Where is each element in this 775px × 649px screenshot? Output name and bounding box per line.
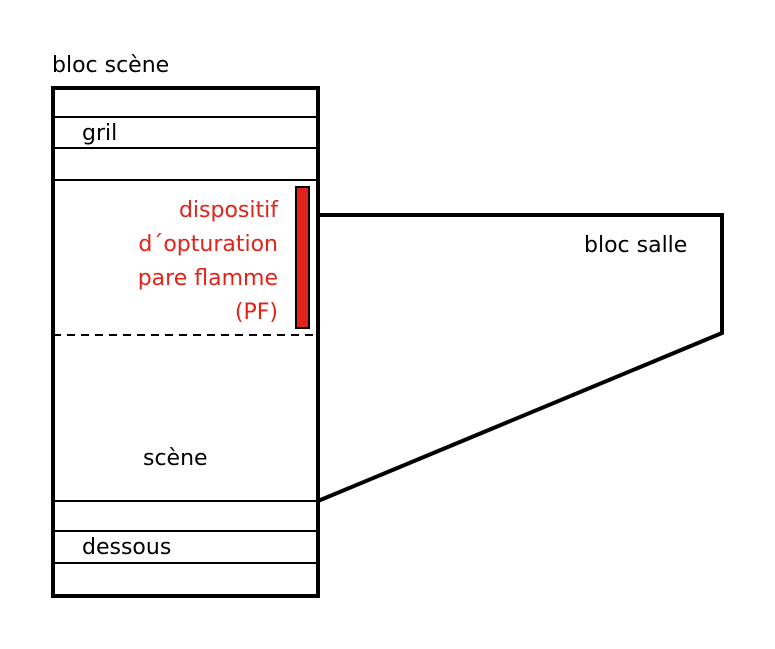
bloc-scene-label: bloc scène bbox=[52, 53, 169, 78]
stage-block-outline bbox=[51, 86, 320, 598]
gril-label: gril bbox=[82, 121, 117, 146]
bloc-salle-label: bloc salle bbox=[584, 233, 687, 258]
scene-label: scène bbox=[143, 446, 208, 471]
fire-curtain-bar bbox=[295, 186, 310, 329]
dispositif-line-4: (PF) bbox=[235, 300, 278, 325]
dispositif-line-2: d´opturation bbox=[138, 232, 278, 257]
dessous-label: dessous bbox=[82, 535, 171, 560]
dispositif-line-3: pare flamme bbox=[138, 266, 278, 291]
auditorium-outline bbox=[317, 213, 724, 503]
dispositif-line-1: dispositif bbox=[179, 198, 279, 223]
